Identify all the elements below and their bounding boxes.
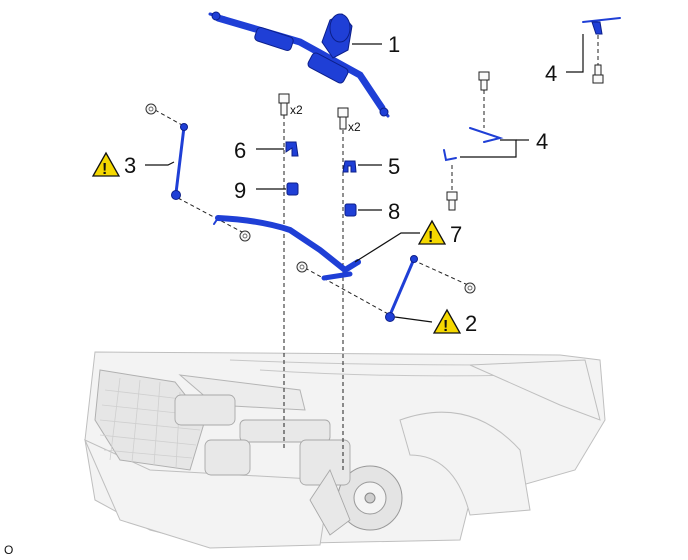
callout-6: 6 (234, 138, 246, 163)
bracket-right (342, 160, 357, 173)
callout-7: 7 (450, 222, 462, 247)
corner-mark: O (4, 543, 13, 557)
callout-9: 9 (234, 178, 246, 203)
warning-icon-2: ! (432, 308, 462, 335)
svg-text:!: ! (428, 229, 433, 246)
callout-1: 1 (388, 32, 400, 57)
bolt-far-right (592, 64, 604, 84)
callout-4-mid: 4 (536, 129, 548, 154)
nut-center (296, 261, 308, 273)
bracket-left (285, 141, 299, 157)
warning-icon-3: ! (91, 151, 121, 178)
suspension-assembly (174, 394, 351, 536)
nut-left-lower (239, 230, 251, 242)
callout-8: 8 (388, 199, 400, 224)
svg-text:!: ! (443, 318, 448, 335)
callout-2: 2 (465, 311, 477, 336)
stabilizer-link-left (171, 123, 188, 200)
quantity-label-right: x2 (348, 120, 361, 134)
bolt-right (337, 107, 349, 130)
callout-4-top: 4 (545, 61, 557, 86)
front-wheel-hub (337, 465, 403, 531)
stabilizer-bar (213, 215, 361, 281)
bolt-mid-right (446, 191, 458, 211)
callout-5: 5 (388, 154, 400, 179)
vehicle-body (84, 351, 606, 549)
leader-lines (145, 34, 584, 323)
installation-guide-lines (154, 28, 599, 470)
steering-gear-assembly (208, 11, 390, 118)
bushing-right (344, 203, 357, 217)
quantity-label-left: x2 (290, 103, 303, 117)
svg-text:!: ! (102, 161, 107, 178)
bolt-upper-right (478, 71, 490, 91)
bracket-upper-right (582, 17, 621, 35)
nut-right (464, 282, 476, 294)
bolt-left (278, 93, 290, 116)
bushing-left (286, 182, 299, 196)
warning-icon-7: ! (417, 219, 447, 246)
bracket-mid-right (443, 127, 504, 162)
nut-top-left (145, 103, 157, 115)
stabilizer-link-right (385, 255, 418, 322)
callout-3: 3 (124, 153, 136, 178)
